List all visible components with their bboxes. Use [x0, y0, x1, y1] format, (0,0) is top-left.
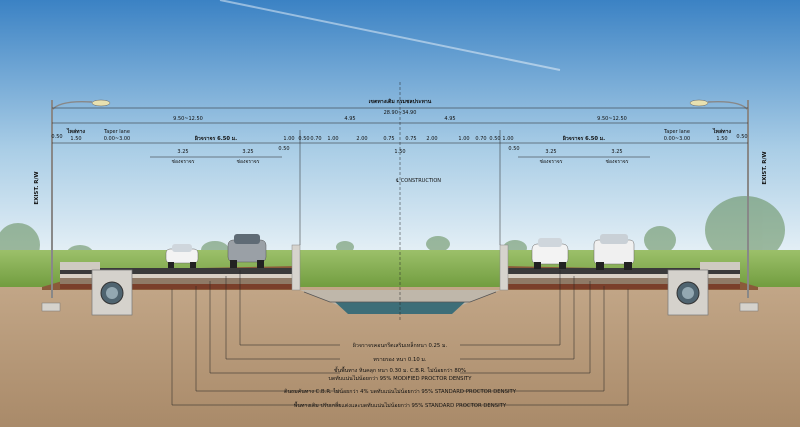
- left-drain: [91, 269, 133, 316]
- median-half-right: 4.95: [444, 116, 455, 122]
- left-lane-cap1: ช่องจราจร: [172, 159, 195, 165]
- note-sand: ทรายรอง หนา 0.10 ม.: [373, 357, 426, 363]
- left-traffic: ผิวจราจร 6.50 ม.: [195, 135, 237, 142]
- center-width: 1.50: [394, 149, 405, 155]
- left-lane1: 3.25: [177, 149, 188, 155]
- right-d050: 0.50: [489, 136, 500, 142]
- note-leaders: [171, 270, 629, 406]
- note-base-density: บดทับแน่นไม่น้อยกว่า 95% MODIFIED PROCTO…: [328, 374, 472, 382]
- car-left-2: [227, 234, 267, 268]
- construction-label: ℄ CONSTRUCTION: [396, 178, 441, 184]
- car-left-1: [165, 244, 199, 268]
- side-width-right: 9.50~12.50: [597, 116, 627, 122]
- left-shoulder-050: 0.50: [278, 146, 289, 152]
- right-edge-050: 0.50: [736, 134, 747, 140]
- right-traffic: ผิวจราจร 6.50 ม.: [563, 135, 605, 142]
- exist-rw-left: EXIST. R/W: [34, 171, 40, 204]
- left-d100: 1.00: [283, 136, 294, 142]
- right-d200: 2.00: [426, 136, 437, 142]
- right-taper-w: 0.00~3.00: [664, 136, 690, 142]
- left-median-wall: [291, 244, 301, 291]
- street-light-right: [689, 99, 749, 298]
- right-lane1: 3.25: [545, 149, 556, 155]
- left-d075: 0.75: [383, 136, 394, 142]
- side-width-left: 9.50~12.50: [173, 116, 203, 122]
- right-d070: 0.70: [475, 136, 486, 142]
- row-total: 28.90~34.90: [384, 110, 417, 116]
- right-sidewalk: ไหล่ทาง: [712, 127, 732, 135]
- note-embankment: ดินถมคันทาง C.B.R. ไม่น้อยกว่า 4% บดทับแ…: [284, 387, 517, 395]
- left-d100b: 1.00: [327, 136, 338, 142]
- right-d100b: 1.00: [458, 136, 469, 142]
- left-edge-050: 0.50: [51, 134, 62, 140]
- left-d200: 2.00: [356, 136, 367, 142]
- row-title: เขตทางเดิม กรมชลประทาน: [369, 98, 432, 105]
- right-lane-cap2: ช่องจราจร: [606, 159, 629, 165]
- right-shoulder-050: 0.50: [508, 146, 519, 152]
- right-d075: 0.75: [405, 136, 416, 142]
- note-base: ชั้นพื้นทาง หินคลุก หนา 0.30 ม. C.B.R. ไ…: [334, 366, 466, 374]
- right-median-wall: [499, 244, 509, 291]
- right-d100: 1.00: [502, 136, 513, 142]
- left-d070: 0.70: [310, 136, 321, 142]
- right-sidewalk-w: 1.50: [716, 136, 727, 142]
- left-lane2: 3.25: [242, 149, 253, 155]
- right-taper: Taper lane: [663, 129, 690, 135]
- left-sidewalk: ไหล่ทาง: [66, 127, 86, 135]
- contrail: [219, 0, 561, 71]
- right-lane-cap1: ช่องจราจร: [540, 159, 563, 165]
- left-taper-w: 0.00~3.00: [104, 136, 130, 142]
- left-lane-cap2: ช่องจราจร: [237, 159, 260, 165]
- left-taper: Taper lane: [103, 129, 130, 135]
- exist-rw-right: EXIST. R/W: [762, 151, 768, 184]
- dimension-lines: [52, 82, 748, 320]
- street-light-left: [51, 99, 111, 298]
- right-lane2: 3.25: [611, 149, 622, 155]
- note-concrete: ผิวจราจรคอนกรีตเสริมเหล็กหนา 0.25 ม.: [353, 341, 448, 349]
- note-existing: พื้นทางเดิม ปรับเกลี่ยแต่งและบดทับแน่นไม…: [294, 401, 507, 409]
- left-d050: 0.50: [298, 136, 309, 142]
- right-drain: [667, 269, 709, 316]
- left-sidewalk-w: 1.50: [70, 136, 81, 142]
- car-right-1: [531, 238, 569, 269]
- car-right-2: [593, 234, 635, 270]
- median-half-left: 4.95: [344, 116, 355, 122]
